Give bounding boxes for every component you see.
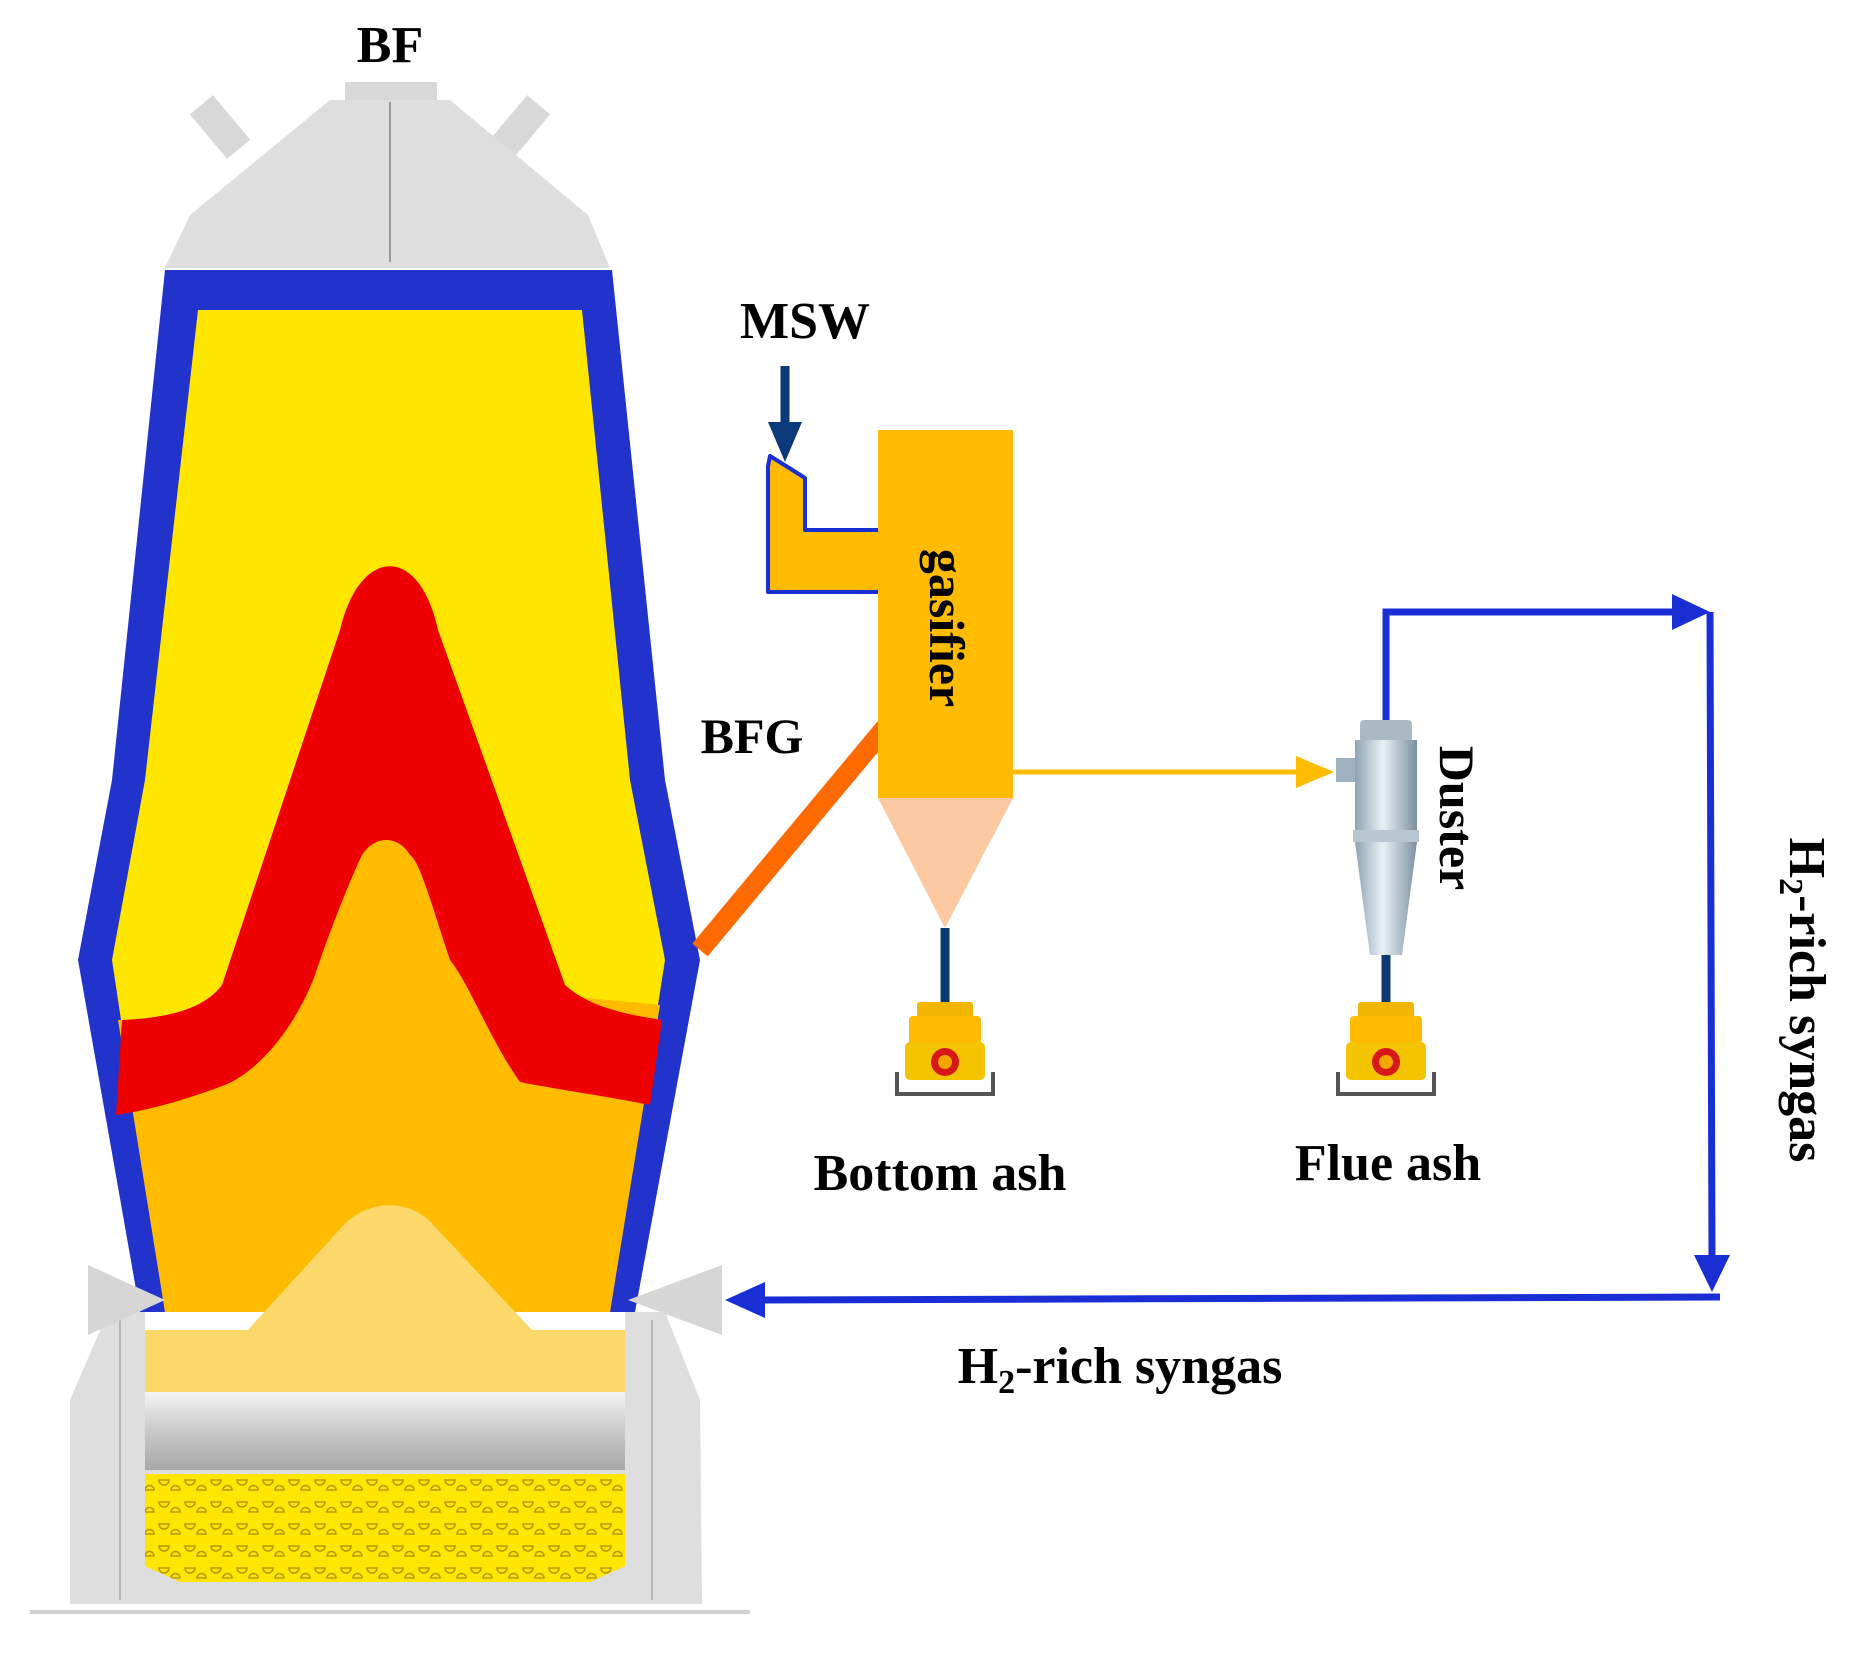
- right-tuyere-icon: [628, 1265, 722, 1335]
- label-h2-syngas-horizontal: H2-rich syngas: [958, 1338, 1283, 1401]
- cyclone-duster-icon: [1336, 720, 1419, 1015]
- ash-collector-icon: [895, 1002, 995, 1096]
- cohesive-zone: [116, 566, 662, 1115]
- label-msw: MSW: [740, 293, 870, 350]
- label-flue-ash: Flue ash: [1295, 1135, 1481, 1192]
- lower-burden-zone: [118, 816, 660, 1312]
- gasifier-body: [878, 430, 1013, 798]
- flow-arrow-icon: [1694, 1255, 1730, 1292]
- feed-arrow-icon: [768, 366, 802, 462]
- label-bottom-ash: Bottom ash: [814, 1145, 1067, 1202]
- gasifier-unit: [766, 430, 1013, 1015]
- furnace-hearth: [30, 1312, 750, 1614]
- left-tuyere-icon: [88, 1265, 165, 1335]
- label-bfg: BFG: [701, 708, 804, 764]
- flow-arrow-icon: [725, 1282, 765, 1318]
- raw-gas-line: [1013, 756, 1334, 788]
- blast-furnace: [30, 82, 750, 1614]
- gasifier-cone: [878, 798, 1013, 928]
- label-duster: Duster: [1429, 746, 1485, 890]
- lower-hearth-fill: [145, 1330, 625, 1392]
- label-h2-syngas-vertical: H2-rich syngas: [1772, 838, 1835, 1163]
- msw-feed-chute: [766, 454, 882, 594]
- label-bf: BF: [357, 17, 423, 74]
- flow-arrow-icon: [1672, 594, 1710, 630]
- furnace-top-hood: [165, 82, 610, 268]
- flow-arrow-icon: [1296, 756, 1334, 788]
- ash-collector-icon: [1336, 1002, 1436, 1096]
- bfg-pipe: [692, 721, 893, 957]
- syngas-recycle-line: [725, 594, 1730, 1318]
- label-gasifier: gasifier: [919, 549, 975, 707]
